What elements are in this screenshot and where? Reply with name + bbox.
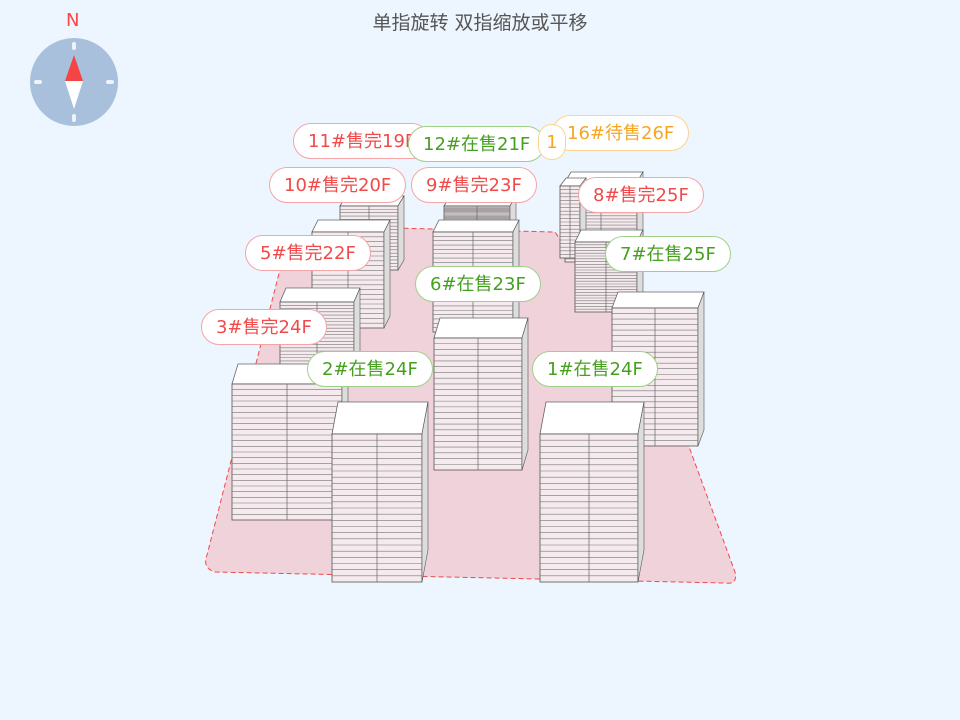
building-label-3[interactable]: 3#售完24F [201, 309, 327, 345]
building-side [421, 401, 429, 583]
building-side [383, 219, 391, 329]
building-label-9[interactable]: 9#售完23F [411, 167, 537, 203]
building-label-16[interactable]: 16#待售26F [552, 115, 690, 151]
building-label-2[interactable]: 2#在售24F [307, 351, 433, 387]
building-roof [539, 401, 645, 435]
building-roof [433, 317, 529, 339]
building-roof [331, 401, 429, 435]
building-label-5[interactable]: 5#售完22F [245, 235, 371, 271]
building-side [637, 401, 645, 583]
building-label-6[interactable]: 6#在售23F [415, 266, 541, 302]
building-1[interactable] [539, 401, 645, 583]
building-label-8[interactable]: 8#售完25F [578, 177, 704, 213]
building-roof [432, 219, 520, 233]
building-side [697, 291, 705, 447]
building-2[interactable] [331, 401, 429, 583]
gesture-hint: 单指旋转 双指缩放或平移 [372, 12, 588, 34]
building-label-15[interactable]: 1 [538, 124, 566, 160]
building-label-1[interactable]: 1#在售24F [532, 351, 658, 387]
building-side [521, 317, 529, 471]
compass-icon[interactable] [30, 38, 118, 126]
compass-north-label: N [66, 10, 80, 31]
building-6[interactable] [433, 317, 529, 471]
building-label-7[interactable]: 7#在售25F [605, 236, 731, 272]
building-label-12[interactable]: 12#在售21F [408, 126, 546, 162]
building-3[interactable] [231, 363, 349, 521]
building-roof [611, 291, 705, 309]
building-roof [311, 219, 391, 233]
building-label-11[interactable]: 11#售完19F [293, 123, 431, 159]
building-side [397, 194, 405, 272]
building-label-10[interactable]: 10#售完20F [269, 167, 407, 203]
building-roof [279, 287, 361, 303]
